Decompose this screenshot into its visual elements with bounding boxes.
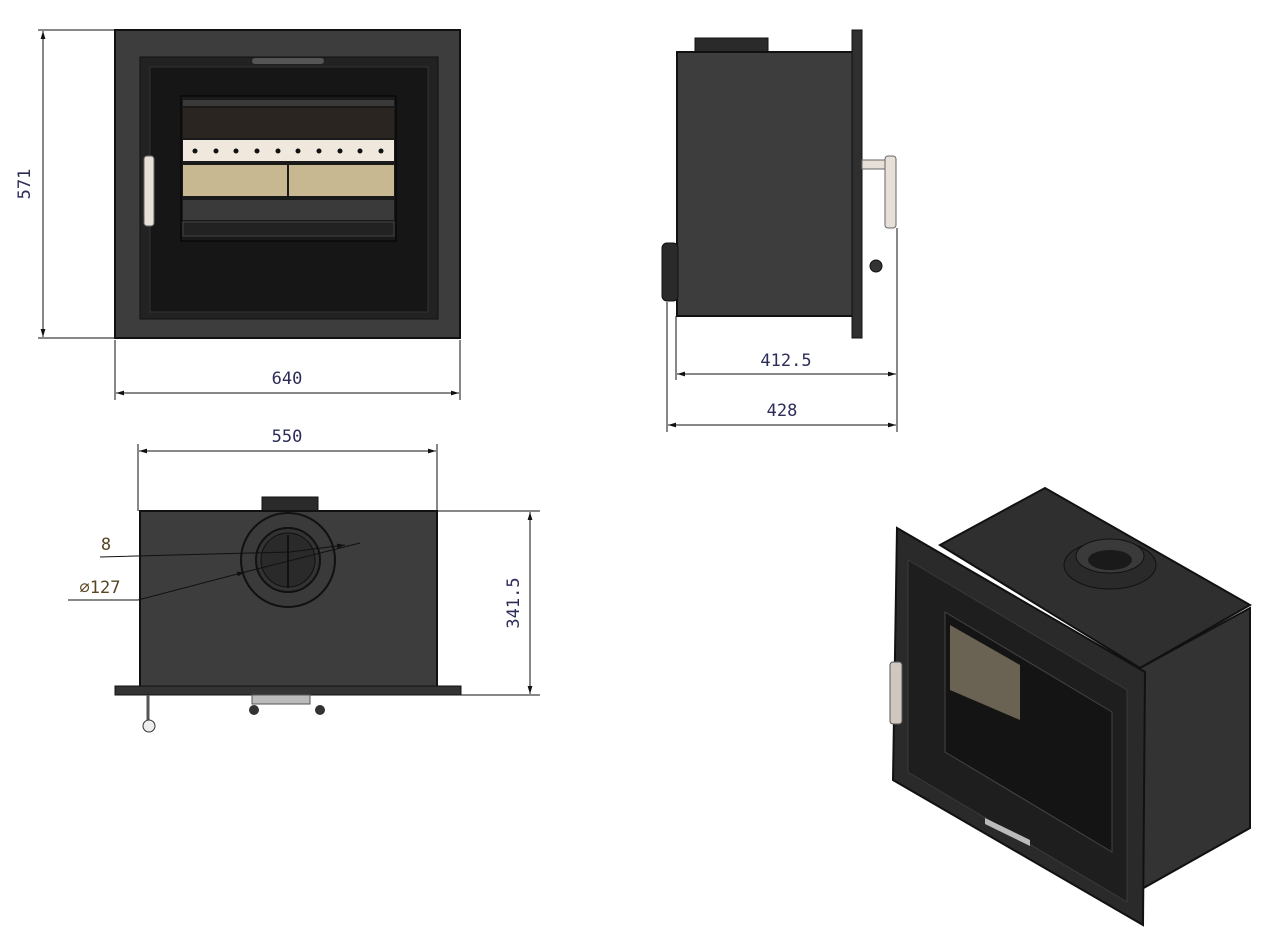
front-view: [114, 29, 461, 339]
dim-side-body: 412.5: [760, 351, 811, 371]
dim-side-total: 428: [767, 401, 798, 421]
dim-front-height: 571: [15, 169, 35, 200]
isometric-view: [889, 486, 1253, 927]
side-view: [661, 29, 897, 339]
iso-handle: [889, 661, 903, 725]
dimensions: [38, 29, 898, 696]
door-handle: [143, 155, 155, 227]
firebrick: [183, 165, 287, 196]
dim-top-width: 550: [272, 427, 303, 447]
dim-top-depth: 341.5: [504, 577, 524, 628]
top-view: [114, 496, 462, 733]
dim-flue-wall: 8: [101, 535, 111, 555]
firebrick: [289, 165, 394, 196]
baffle: [183, 140, 394, 161]
dim-front-width: 640: [272, 369, 303, 389]
side-handle: [884, 155, 897, 229]
dim-flue-diameter: ∅127: [80, 578, 121, 598]
